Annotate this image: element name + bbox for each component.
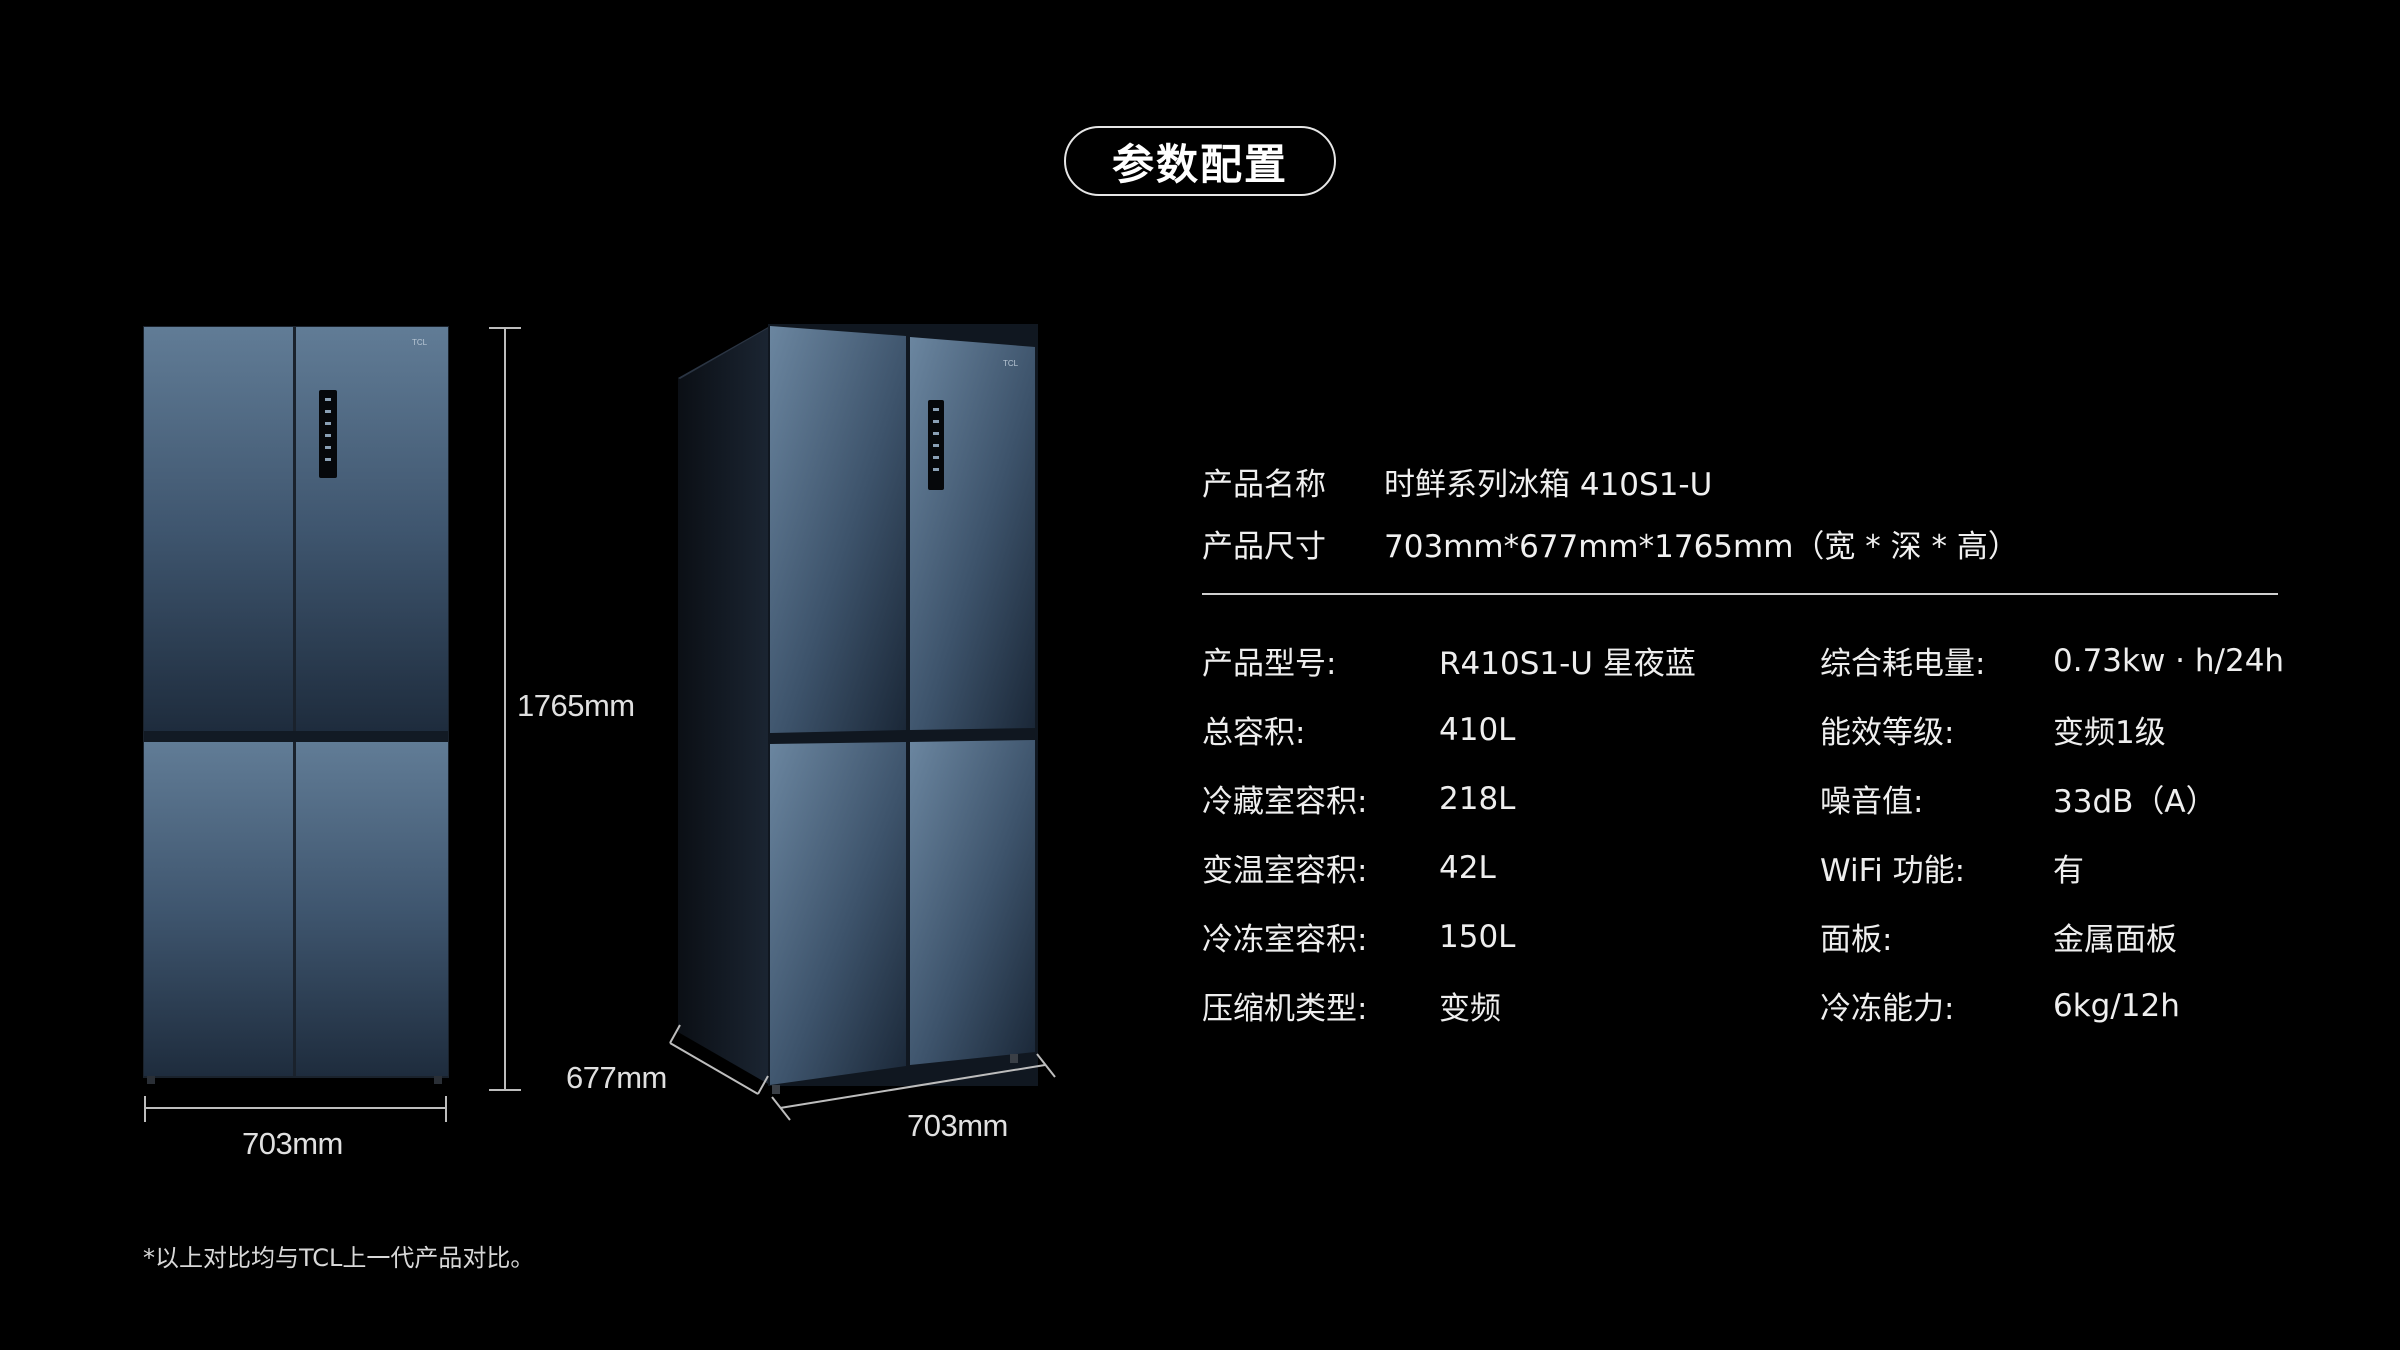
spec-value: 0.73kw · h/24h (2053, 642, 2285, 679)
page-title: 参数配置 (1064, 126, 1336, 196)
spec-row: 压缩机类型: 变频 (1202, 971, 1696, 1040)
perspective-upper-right-door (910, 337, 1035, 730)
spec-row: 总容积: 410L (1202, 695, 1696, 764)
spec-label: 压缩机类型: (1202, 991, 1368, 1027)
spec-row: 能效等级: 变频1级 (1820, 695, 2284, 764)
brand-logo: TCL (412, 338, 428, 347)
side-depth-label: 677mm (566, 1060, 667, 1095)
front-upper-left-door (144, 327, 293, 731)
spec-row: 面板: 金属面板 (1820, 902, 2284, 971)
spec-value: 有 (2053, 853, 2084, 889)
front-lower-left-door (144, 742, 293, 1076)
front-view-fridge: TCL (143, 326, 449, 1084)
spec-column-right: 综合耗电量: 0.73kw · h/24h 能效等级: 变频1级 噪音值: 33… (1820, 626, 2284, 1040)
spec-value: 变频1级 (2053, 715, 2166, 751)
spec-label: 能效等级: (1820, 715, 1955, 751)
spec-row-product-size: 产品尺寸 703mm*677mm*1765mm（宽 * 深 * 高） (1202, 512, 2019, 574)
front-height-label: 1765mm (517, 688, 635, 723)
spec-row: 冷冻能力: 6kg/12h (1820, 971, 2284, 1040)
front-height-dimension-line (489, 327, 521, 1091)
spec-label: WiFi 功能: (1820, 853, 1966, 889)
front-upper-right-door (296, 327, 448, 731)
spec-column-left: 产品型号: R410S1-U 星夜蓝 总容积: 410L 冷藏室容积: 218L… (1202, 626, 1696, 1040)
perspective-lower-right-door (910, 740, 1035, 1065)
spec-label: 总容积: (1202, 715, 1306, 751)
spec-value: 150L (1439, 918, 1516, 955)
spec-value: 金属面板 (2053, 922, 2177, 958)
perspective-view-fridge: TCL (678, 324, 1038, 1094)
spec-label: 冷藏室容积: (1202, 784, 1368, 820)
spec-value: 33dB（A） (2053, 784, 2217, 820)
perspective-lower-left-door (770, 742, 906, 1085)
spec-row: 综合耗电量: 0.73kw · h/24h (1820, 626, 2284, 695)
footnote: *以上对比均与TCL上一代产品对比。 (143, 1244, 535, 1272)
spec-value: 218L (1439, 780, 1516, 817)
spec-row: 产品型号: R410S1-U 星夜蓝 (1202, 626, 1696, 695)
front-width-label: 703mm (242, 1126, 343, 1161)
spec-value: 变频 (1439, 991, 1501, 1027)
spec-value: 410L (1439, 711, 1516, 748)
perspective-upper-left-door (770, 326, 906, 733)
spec-label: 变温室容积: (1202, 853, 1368, 889)
spec-divider (1202, 593, 2278, 595)
front-lower-right-door (296, 742, 448, 1076)
spec-label: 面板: (1820, 922, 1893, 958)
side-depth-dimension-line (669, 1024, 769, 1095)
svg-text:TCL: TCL (1003, 359, 1019, 368)
spec-label: 冷冻能力: (1820, 991, 1955, 1027)
spec-value: 时鲜系列冰箱 410S1-U (1384, 466, 1713, 503)
spec-row: 冷藏室容积: 218L (1202, 764, 1696, 833)
spec-label: 产品名称 (1202, 466, 1326, 503)
side-width-dimension-line (771, 1053, 1056, 1121)
spec-label: 综合耗电量: (1820, 646, 1986, 682)
spec-label: 产品型号: (1202, 646, 1337, 682)
spec-row-product-name: 产品名称 时鲜系列冰箱 410S1-U (1202, 450, 2019, 512)
spec-value: R410S1-U 星夜蓝 (1439, 646, 1696, 682)
top-specs: 产品名称 时鲜系列冰箱 410S1-U 产品尺寸 703mm*677mm*176… (1202, 450, 2019, 574)
spec-row: 变温室容积: 42L (1202, 833, 1696, 902)
spec-row: 噪音值: 33dB（A） (1820, 764, 2284, 833)
fridge-illustrations: TCL TCL (143, 324, 1056, 1122)
spec-value: 42L (1439, 849, 1496, 886)
spec-row: WiFi 功能: 有 (1820, 833, 2284, 902)
spec-row: 冷冻室容积: 150L (1202, 902, 1696, 971)
front-width-dimension-line (144, 1096, 447, 1122)
spec-label: 噪音值: (1820, 784, 1924, 820)
spec-value: 703mm*677mm*1765mm（宽 * 深 * 高） (1384, 528, 2019, 565)
spec-value: 6kg/12h (2053, 987, 2180, 1024)
side-width-label: 703mm (907, 1108, 1008, 1143)
fridge-side-panel (678, 326, 770, 1085)
spec-label: 冷冻室容积: (1202, 922, 1368, 958)
spec-label: 产品尺寸 (1202, 528, 1326, 565)
